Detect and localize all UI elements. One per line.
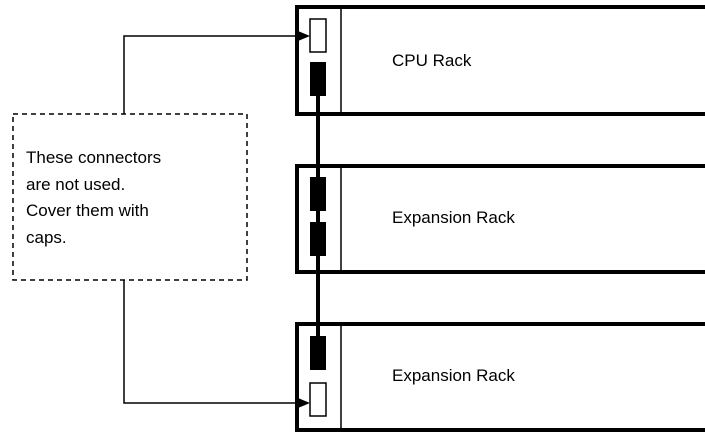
rack-outline (295, 322, 705, 432)
connector-unused (309, 18, 327, 53)
connector-unused (309, 382, 327, 417)
cpu-rack: CPU Rack (295, 5, 705, 116)
arrowhead-top (298, 31, 310, 41)
expansion-rack-2: Expansion Rack (295, 322, 705, 432)
connector-used (310, 62, 326, 96)
note-line: caps. (26, 228, 67, 247)
arrowhead-bottom (298, 398, 310, 408)
note-line: are not used. (26, 175, 125, 194)
rack-outline (295, 164, 705, 274)
rack-outline (295, 5, 705, 116)
connector-used (310, 222, 326, 256)
leader-line-bottom (123, 280, 299, 404)
rack-label: CPU Rack (392, 51, 472, 70)
rack-label: Expansion Rack (392, 366, 515, 385)
expansion-rack-1: Expansion Rack (295, 164, 705, 274)
leader-line-top (123, 35, 299, 114)
note-line: These connectors (26, 148, 161, 167)
connector-used (310, 177, 326, 211)
note-box (12, 113, 248, 281)
connector-used (310, 336, 326, 370)
note-line: Cover them with (26, 201, 149, 220)
rack-label: Expansion Rack (392, 208, 515, 227)
